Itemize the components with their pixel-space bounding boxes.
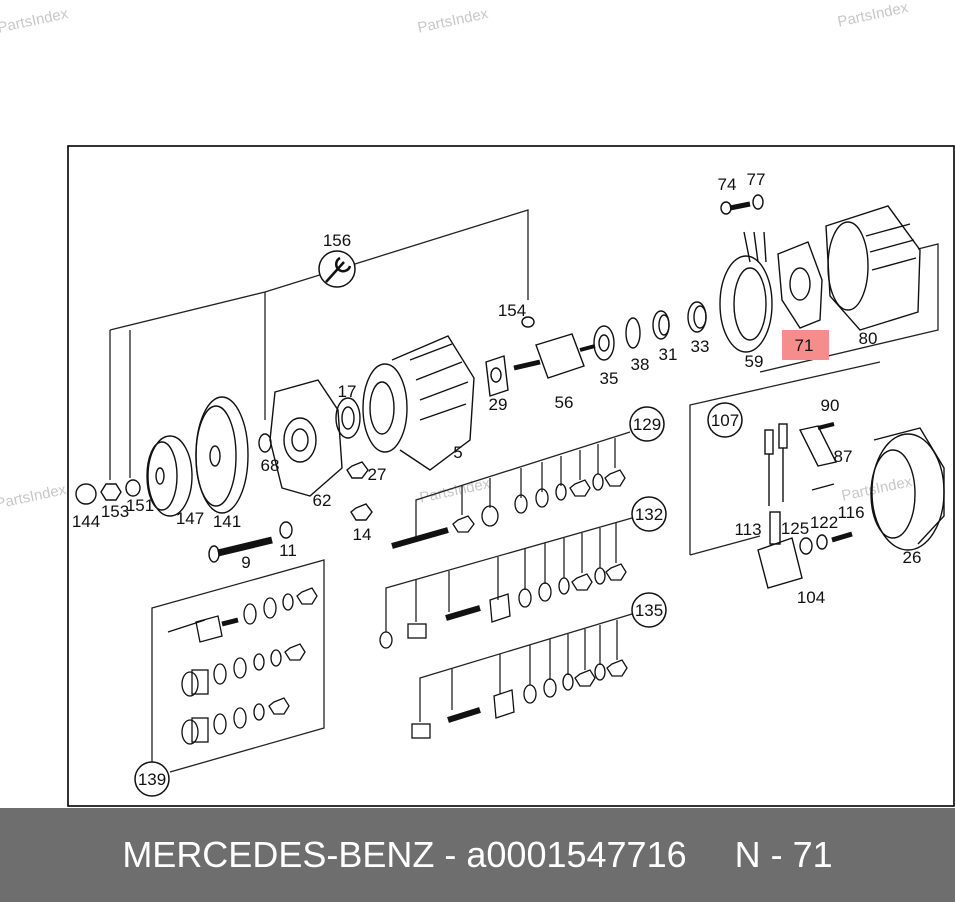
callout-144[interactable]: 144	[72, 512, 100, 531]
callout-135[interactable]: 135	[635, 601, 663, 620]
callout-147[interactable]: 147	[176, 509, 204, 528]
stator-59	[719, 255, 773, 353]
bearing-35	[593, 325, 615, 361]
position-label: N - 71	[734, 834, 833, 875]
separator: -	[444, 834, 457, 875]
callout-132[interactable]: 132	[635, 505, 663, 524]
callout-154[interactable]: 154	[498, 301, 526, 320]
regulator-104	[757, 537, 803, 589]
callout-9[interactable]: 9	[241, 553, 250, 572]
callout-11[interactable]: 11	[279, 541, 297, 560]
circled-callout-132	[631, 496, 667, 532]
callout-62[interactable]: 62	[313, 491, 332, 510]
callout-59[interactable]: 59	[745, 352, 764, 371]
callout-153[interactable]: 153	[101, 502, 129, 521]
circled-callout-135	[631, 592, 667, 628]
callout-68[interactable]: 68	[261, 456, 280, 475]
rear-cover-80	[825, 205, 921, 331]
callout-27[interactable]: 27	[368, 465, 387, 484]
callout-90[interactable]: 90	[821, 396, 840, 415]
hardware-kits	[167, 469, 628, 745]
callout-31[interactable]: 31	[659, 345, 678, 364]
callout-33[interactable]: 33	[691, 337, 710, 356]
callout-77[interactable]: 77	[747, 170, 766, 189]
callout-156[interactable]: 156	[323, 231, 351, 250]
component-drawings	[75, 194, 945, 589]
drive-end-housing-62	[269, 379, 343, 497]
part-number[interactable]: a0001547716	[466, 834, 687, 875]
callout-71[interactable]: 71	[795, 336, 814, 355]
callout-104[interactable]: 104	[797, 588, 825, 607]
callout-87[interactable]: 87	[834, 447, 853, 466]
callout-56[interactable]: 56	[555, 393, 574, 412]
callout-151[interactable]: 151	[126, 496, 154, 515]
alternator-body-5	[362, 363, 408, 453]
pulley-147	[147, 435, 193, 517]
exploded-view-diagram: 74 77 156 154 80 17 59 71 35 38 31 33 29 56 68 5 27 129 10…	[67, 145, 955, 807]
diagram-frame	[67, 145, 955, 807]
rotor-56	[535, 333, 585, 379]
callout-26[interactable]: 26	[903, 548, 922, 567]
callout-113[interactable]: 113	[734, 520, 761, 539]
callout-122[interactable]: 122	[810, 513, 838, 532]
callout-14[interactable]: 14	[353, 525, 372, 544]
leader-lines	[109, 209, 939, 773]
callout-80[interactable]: 80	[859, 329, 878, 348]
brand-label: MERCEDES-BENZ	[122, 834, 435, 875]
callout-5[interactable]: 5	[453, 443, 462, 462]
callout-116[interactable]: 116	[837, 503, 864, 522]
callout-141[interactable]: 141	[213, 512, 241, 531]
callout-29[interactable]: 29	[489, 395, 508, 414]
callout-38[interactable]: 38	[631, 355, 650, 374]
callout-74[interactable]: 74	[718, 175, 737, 194]
circled-callout-107	[707, 402, 743, 438]
rectifier-71	[777, 241, 823, 329]
callout-139[interactable]: 139	[138, 770, 166, 789]
callout-17[interactable]: 17	[338, 382, 357, 401]
callout-129[interactable]: 129	[633, 415, 661, 434]
footer-bar: MERCEDES-BENZ - a0001547716 N - 71	[0, 808, 955, 902]
highlight-box	[782, 330, 829, 360]
circled-callout-139	[134, 761, 170, 797]
bearing-17	[335, 397, 361, 439]
callout-125[interactable]: 125	[781, 519, 809, 538]
callout-35[interactable]: 35	[600, 369, 619, 388]
wrench-icon	[318, 250, 356, 288]
circled-callout-129	[629, 406, 665, 442]
callout-107[interactable]: 107	[711, 411, 739, 430]
callout-labels: 74 77 156 154 80 17 59 71 35 38 31 33 29 56 68 5 27 129 10…	[72, 170, 922, 789]
